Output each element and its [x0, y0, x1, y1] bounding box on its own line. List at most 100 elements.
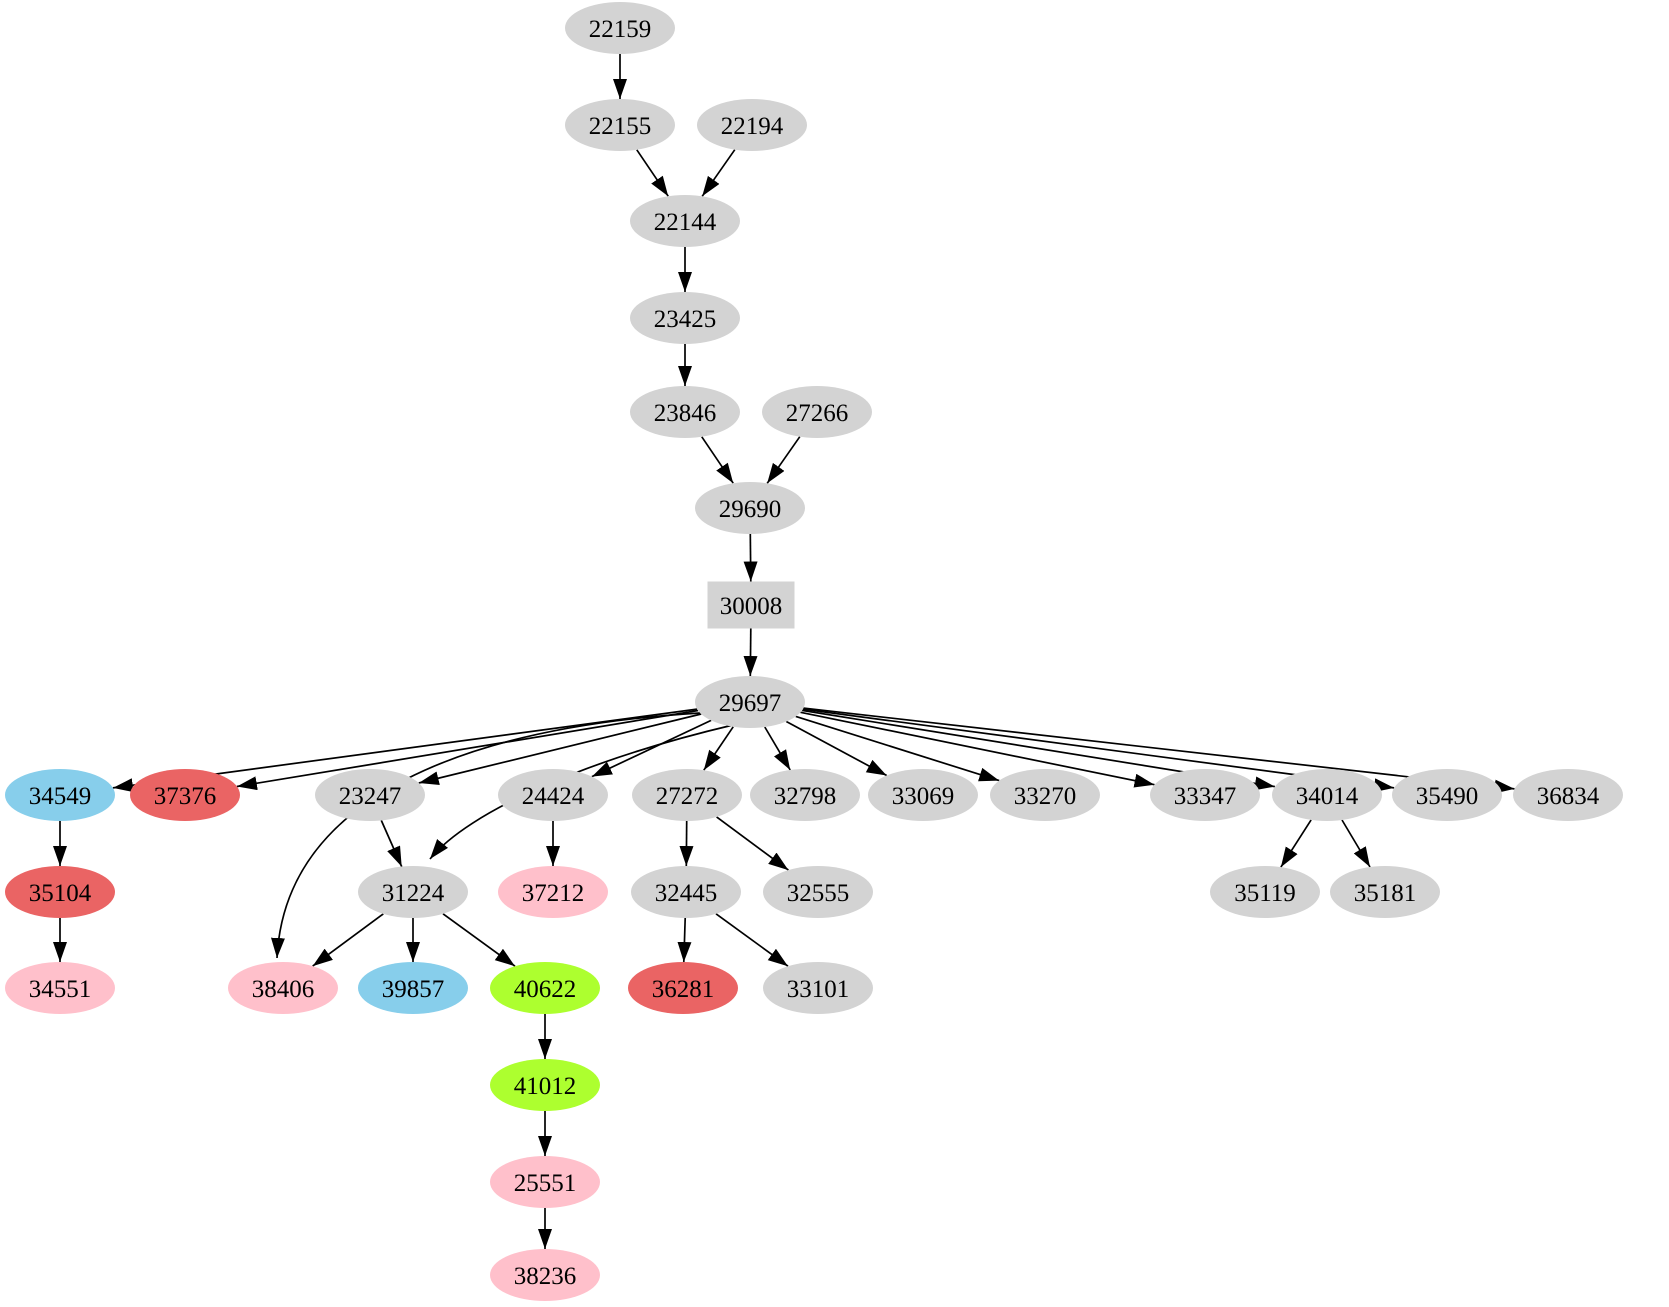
node-label-29690: 29690: [719, 496, 782, 523]
node-33069: 33069: [868, 769, 978, 821]
edge-29697-38406: [271, 712, 701, 959]
node-31224: 31224: [358, 866, 468, 918]
node-32555: 32555: [763, 866, 873, 918]
node-label-34551: 34551: [29, 976, 92, 1003]
edge-22155-22144: [636, 149, 669, 197]
node-35119: 35119: [1210, 866, 1320, 918]
node-33101: 33101: [763, 962, 873, 1014]
node-22144: 22144: [630, 195, 740, 247]
node-27266: 27266: [762, 386, 872, 438]
edge-32445-33101: [715, 913, 789, 967]
node-36834: 36834: [1513, 769, 1623, 821]
node-29690: 29690: [695, 482, 805, 534]
node-shape-31224: [358, 866, 468, 918]
node-label-23425: 23425: [654, 306, 717, 333]
node-label-40622: 40622: [514, 976, 577, 1003]
edge-29697-32798: [764, 726, 791, 771]
node-label-35119: 35119: [1234, 880, 1296, 907]
node-shape-40622: [490, 962, 600, 1014]
node-label-33270: 33270: [1014, 783, 1077, 810]
node-label-32555: 32555: [787, 880, 850, 907]
edge-29697-33270: [795, 715, 1000, 782]
node-33270: 33270: [990, 769, 1100, 821]
node-label-35104: 35104: [29, 880, 92, 907]
node-23247: 23247: [315, 769, 425, 821]
edge-29690-30008: [743, 533, 758, 582]
node-shape-27272: [632, 769, 742, 821]
node-label-33069: 33069: [892, 783, 955, 810]
node-shape-36834: [1513, 769, 1623, 821]
node-label-39857: 39857: [382, 976, 445, 1003]
node-label-25551: 25551: [514, 1170, 577, 1197]
node-shape-35181: [1330, 866, 1440, 918]
node-label-33347: 33347: [1174, 783, 1237, 810]
node-shape-33101: [763, 962, 873, 1014]
node-37376: 37376: [130, 769, 240, 821]
node-22159: 22159: [565, 2, 675, 54]
node-38236: 38236: [490, 1249, 600, 1301]
node-shape-39857: [358, 962, 468, 1014]
node-shape-23425: [630, 292, 740, 344]
node-shape-35490: [1392, 769, 1502, 821]
node-label-33101: 33101: [787, 976, 850, 1003]
node-shape-33069: [868, 769, 978, 821]
node-label-22159: 22159: [589, 16, 652, 43]
node-label-23247: 23247: [339, 783, 402, 810]
node-shape-22159: [565, 2, 675, 54]
node-shape-38406: [228, 962, 338, 1014]
node-shape-24424: [498, 769, 608, 821]
edge-23846-29690: [701, 436, 734, 484]
node-23425: 23425: [630, 292, 740, 344]
node-label-22194: 22194: [721, 113, 784, 140]
node-35490: 35490: [1392, 769, 1502, 821]
node-label-27272: 27272: [656, 783, 719, 810]
node-shape-23247: [315, 769, 425, 821]
node-22155: 22155: [565, 99, 675, 151]
node-25551: 25551: [490, 1156, 600, 1208]
node-label-27266: 27266: [786, 400, 849, 427]
node-shape-22144: [630, 195, 740, 247]
node-shape-32798: [750, 769, 860, 821]
node-shape-32555: [763, 866, 873, 918]
node-label-35181: 35181: [1354, 880, 1417, 907]
node-label-31224: 31224: [382, 880, 445, 907]
node-shape-27266: [762, 386, 872, 438]
node-shape-30008: [707, 581, 795, 629]
node-35181: 35181: [1330, 866, 1440, 918]
node-23846: 23846: [630, 386, 740, 438]
node-24424: 24424: [498, 769, 608, 821]
edge-23247-31224: [380, 820, 403, 867]
node-shape-23846: [630, 386, 740, 438]
edge-29697-37376: [236, 709, 699, 791]
edge-34014-35119: [1280, 819, 1312, 868]
node-29697: 29697: [695, 676, 805, 728]
node-label-37376: 37376: [154, 783, 217, 810]
node-27272: 27272: [632, 769, 742, 821]
edge-31224-40622: [442, 913, 516, 967]
node-30008: 30008: [707, 581, 795, 629]
node-shape-38236: [490, 1249, 600, 1301]
node-shape-37376: [130, 769, 240, 821]
node-label-36834: 36834: [1537, 783, 1600, 810]
edge-27266-29690: [766, 436, 801, 484]
node-shape-33347: [1150, 769, 1260, 821]
node-shape-34014: [1272, 769, 1382, 821]
node-41012: 41012: [490, 1059, 600, 1111]
node-34551: 34551: [5, 962, 115, 1014]
node-label-36281: 36281: [652, 976, 715, 1003]
edge-29697-33347: [800, 711, 1155, 788]
node-label-38406: 38406: [252, 976, 315, 1003]
node-label-22155: 22155: [589, 113, 652, 140]
node-label-35490: 35490: [1416, 783, 1479, 810]
edge-31224-38406: [312, 913, 384, 967]
node-label-32798: 32798: [774, 783, 837, 810]
node-40622: 40622: [490, 962, 600, 1014]
node-33347: 33347: [1150, 769, 1260, 821]
node-label-41012: 41012: [514, 1073, 577, 1100]
node-37212: 37212: [498, 866, 608, 918]
node-shape-34549: [5, 769, 115, 821]
node-34014: 34014: [1272, 769, 1382, 821]
node-label-37212: 37212: [522, 880, 585, 907]
node-38406: 38406: [228, 962, 338, 1014]
